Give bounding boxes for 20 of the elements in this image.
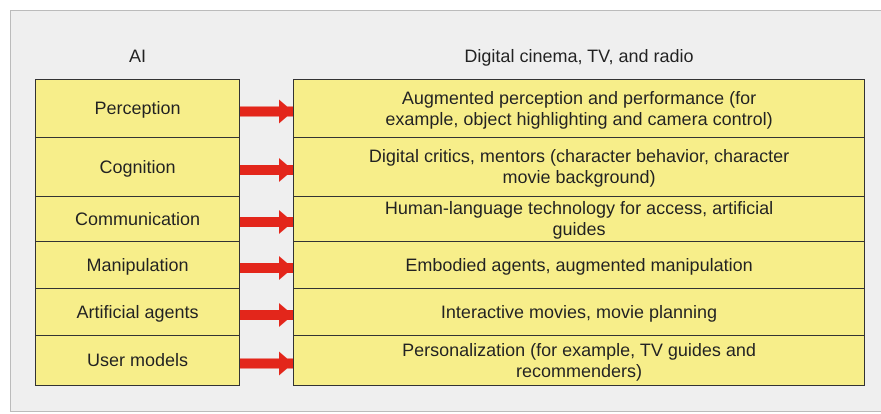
- arrow: [240, 256, 293, 280]
- ai-field-box: Artificial agents: [35, 288, 240, 336]
- arrow: [240, 303, 293, 327]
- arrow: [240, 158, 293, 182]
- ai-field-box: User models: [35, 335, 240, 386]
- ai-field-box: Cognition: [35, 137, 240, 197]
- column-heading: AI: [128, 46, 147, 67]
- ai-field-box: Communication: [35, 196, 240, 242]
- column-heading: Digital cinema, TV, and radio: [463, 46, 695, 67]
- ai-field-box: Manipulation: [35, 241, 240, 289]
- application-box: Human-language technology for access, artificial guides: [293, 196, 865, 242]
- arrow: [240, 352, 293, 376]
- application-box: Personalization (for example, TV guides and recommenders): [293, 335, 865, 386]
- application-box: Augmented perception and performance (for example, object highlighting and camera control): [293, 79, 865, 138]
- ai-field-box: Perception: [35, 79, 240, 138]
- arrow: [240, 100, 293, 124]
- application-box: Embodied agents, augmented manipulation: [293, 241, 865, 289]
- application-box: Interactive movies, movie planning: [293, 288, 865, 336]
- application-box: Digital critics, mentors (character behavior, character movie background): [293, 137, 865, 197]
- arrow: [240, 210, 293, 234]
